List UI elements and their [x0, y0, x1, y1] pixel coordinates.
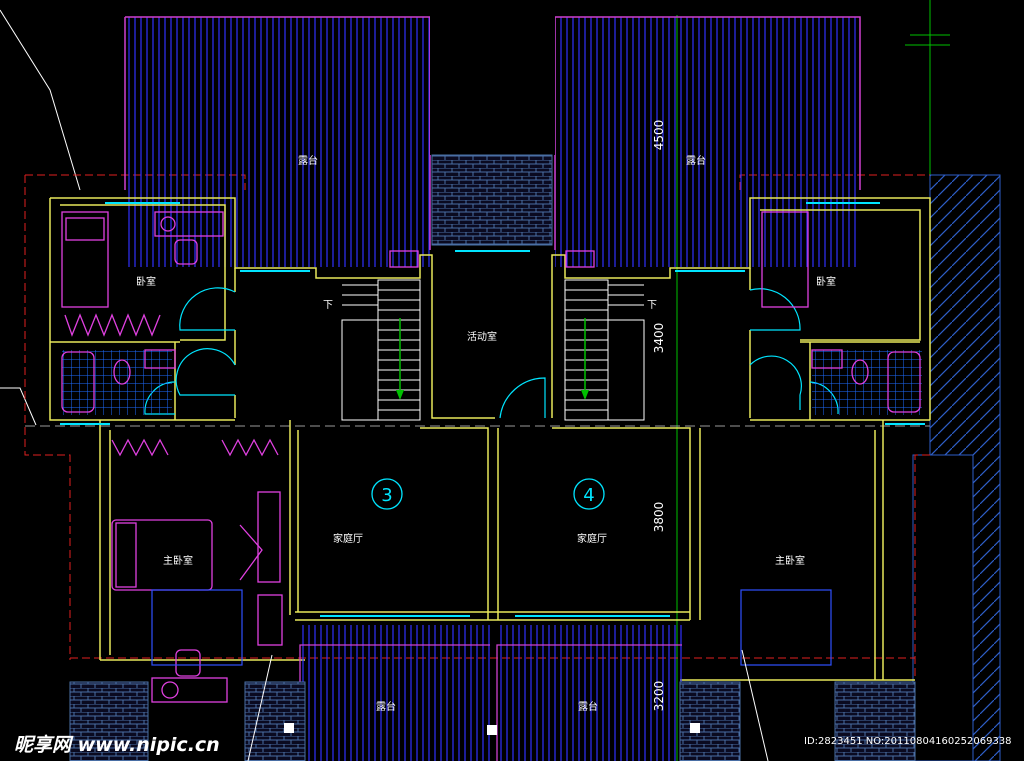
door-swings [144, 287, 839, 419]
furniture [61, 211, 921, 703]
label-master-bedroom-left: 主卧室 [163, 554, 193, 567]
label-activity-room: 活动室 [467, 330, 497, 343]
label-bedroom-left: 卧室 [136, 275, 156, 288]
terrace-top-right [555, 17, 860, 267]
brick-area-center [431, 154, 553, 246]
terrace-top-left [125, 17, 430, 267]
windows [60, 202, 925, 617]
dimension-4500: 4500 [652, 120, 666, 151]
label-terrace-top-left: 露台 [298, 154, 318, 167]
leader-line [0, 9, 81, 191]
watermark-id: ID:2823451 NO:20110804160252069338 [804, 736, 1012, 747]
label-terrace-bottom-right: 露台 [578, 700, 598, 713]
brick-strip [69, 681, 149, 761]
terrace-bottom-left [300, 625, 490, 761]
label-terrace-top-right: 露台 [686, 154, 706, 167]
stairs [341, 279, 645, 421]
walls [49, 197, 931, 681]
dimension-3800: 3800 [652, 502, 666, 533]
label-terrace-bottom-left: 露台 [376, 700, 396, 713]
label-stair-down-left: 下 [323, 300, 333, 311]
unit-number-right: 4 [583, 485, 594, 506]
terrace-bottom-right [497, 625, 682, 761]
unit-marker-right [573, 478, 605, 510]
unit-marker-left [371, 478, 403, 510]
label-master-bedroom-right: 主卧室 [775, 554, 805, 567]
unit-number-left: 3 [381, 485, 392, 506]
bathroom-tiles-right [812, 350, 922, 415]
label-family-hall-right: 家庭厅 [577, 532, 607, 545]
bathroom-tiles-left [62, 350, 172, 415]
dimension-3200: 3200 [652, 681, 666, 712]
label-family-hall-left: 家庭厅 [333, 532, 363, 545]
watermark-site: 昵享网 www.nipic.cn [14, 734, 220, 756]
label-bedroom-right: 卧室 [816, 275, 836, 288]
label-stair-down-right: 下 [647, 300, 657, 311]
dimension-3400: 3400 [652, 323, 666, 354]
leader-line [0, 387, 37, 426]
